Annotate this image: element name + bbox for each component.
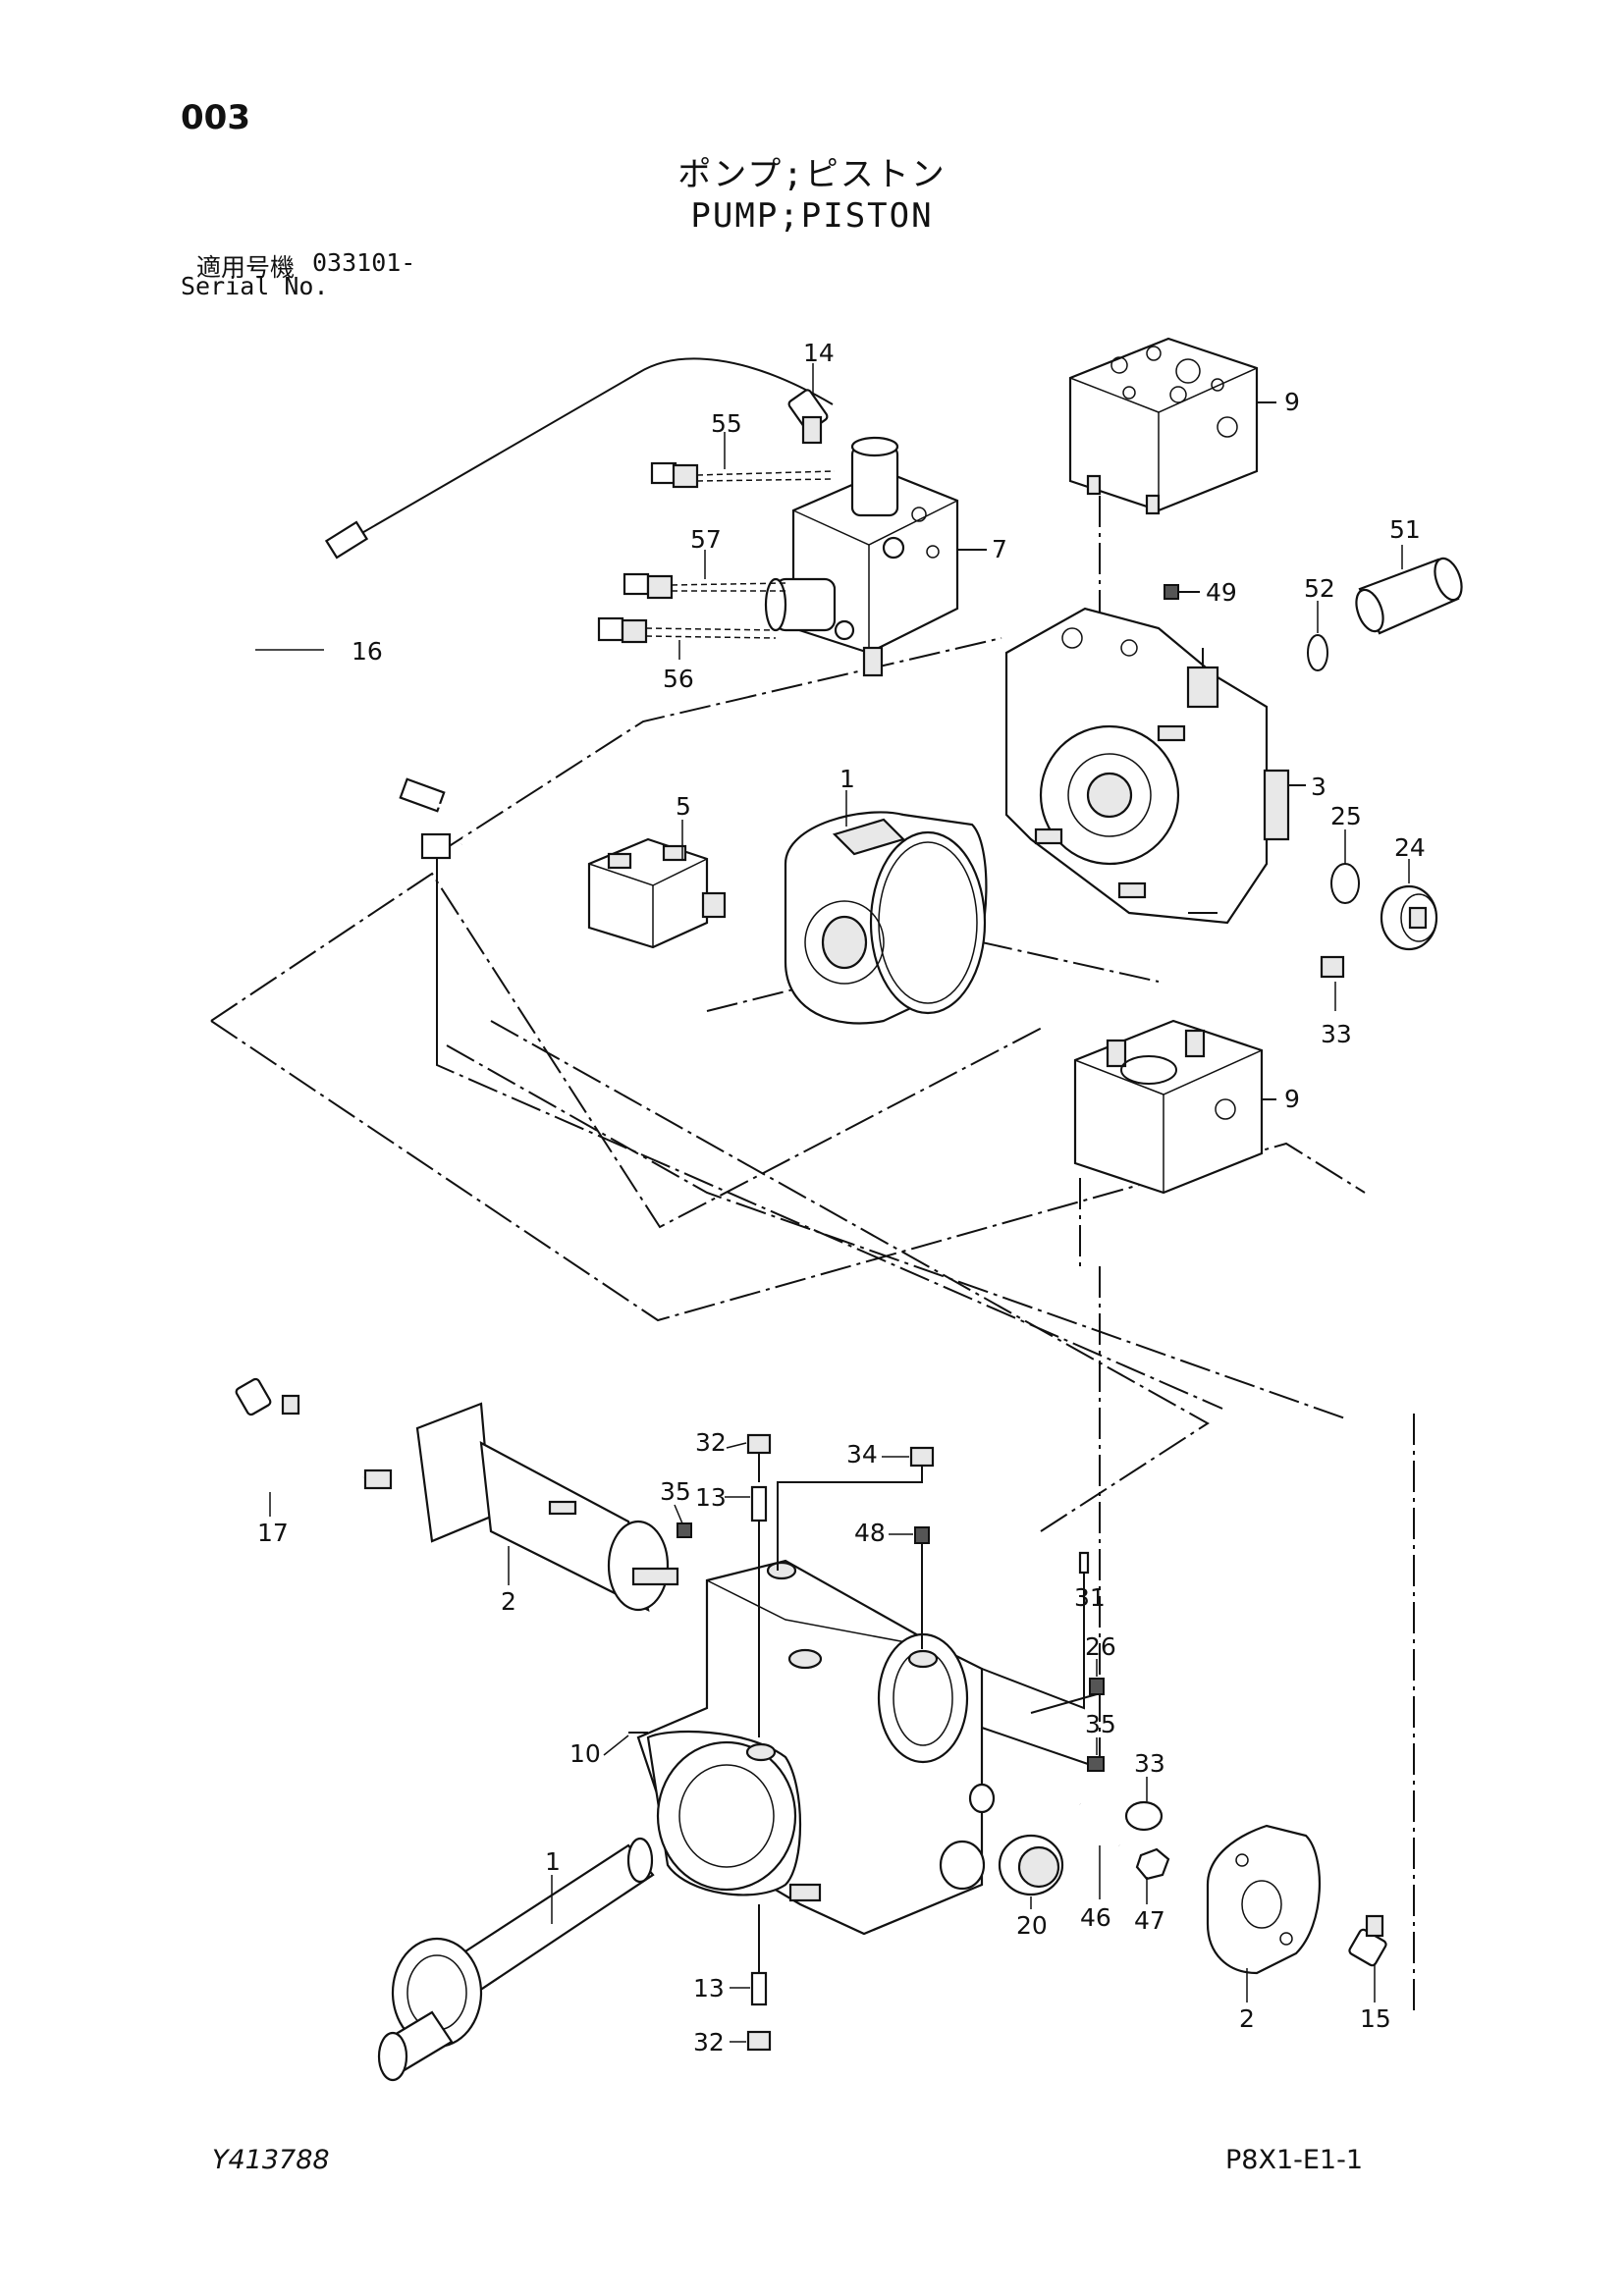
callout-leader-lines — [255, 363, 1410, 2043]
connector-harness-part-57 — [623, 572, 786, 600]
cover-part-2-right — [1206, 1824, 1321, 1975]
callout-7: 7 — [992, 535, 1007, 563]
plug-part-26 — [1030, 1678, 1105, 1714]
callout-46: 46 — [1080, 1903, 1111, 1932]
connector-harness-part-55 — [650, 461, 836, 489]
callout-57: 57 — [690, 525, 722, 554]
screw-part-35-left — [677, 1522, 692, 1538]
drawing-code: Y413788 — [212, 2145, 330, 2175]
callout-10: 10 — [569, 1739, 601, 1768]
callout-17: 17 — [257, 1519, 289, 1547]
plug-part-33-top — [1320, 955, 1345, 979]
screw-part-35-right — [981, 1727, 1105, 1772]
nut-part-47 — [1135, 1847, 1170, 1881]
callout-47: 47 — [1134, 1906, 1165, 1935]
callout-32-bottom: 32 — [693, 2028, 725, 2056]
snap-ring-part-52 — [1307, 634, 1328, 671]
elbow-fitting-part-15 — [1348, 1914, 1387, 1967]
callout-13-bottom: 13 — [693, 1974, 725, 2002]
elbow-fitting-part-14 — [787, 389, 829, 445]
plug-part-24 — [1380, 884, 1438, 951]
plug-part-20 — [998, 1834, 1064, 1896]
control-block-part-9-bottom — [1073, 1019, 1276, 1195]
stud-part-46 — [1078, 1802, 1121, 1847]
title-english: PUMP;PISTON — [690, 196, 934, 236]
pipe-part-17 — [235, 1377, 393, 1494]
drive-shaft-part-1 — [377, 1837, 655, 2082]
callout-13-top: 13 — [695, 1483, 727, 1512]
sleeve-part-51 — [1355, 557, 1463, 635]
serial-number-value: 033101- — [312, 248, 416, 277]
callout-24: 24 — [1394, 833, 1426, 862]
callout-14: 14 — [803, 339, 835, 367]
page-number: 003 — [181, 98, 250, 137]
sheet-code: P8X1-E1-1 — [1225, 2145, 1364, 2175]
callout-15: 15 — [1360, 2004, 1391, 2033]
screw-part-32-top — [746, 1433, 772, 1482]
serial-label-english: Serial No. — [181, 272, 329, 300]
callout-2-left: 2 — [501, 1587, 516, 1616]
callout-20: 20 — [1016, 1911, 1048, 1940]
sleeve-cylinder-part-2-left — [415, 1402, 679, 1613]
callout-51: 51 — [1389, 515, 1421, 544]
callout-34: 34 — [846, 1440, 878, 1468]
pin-part-13-top — [750, 1485, 768, 1737]
callout-2-right: 2 — [1239, 2004, 1255, 2033]
callout-5: 5 — [676, 792, 691, 821]
valve-block-part-7 — [764, 436, 987, 677]
callout-33-bottom: 33 — [1134, 1749, 1165, 1778]
callout-49: 49 — [1206, 578, 1237, 607]
callout-56: 56 — [663, 665, 694, 693]
o-ring-part-25 — [1330, 863, 1360, 904]
callout-9-top: 9 — [1284, 388, 1300, 416]
callout-33-top: 33 — [1321, 1020, 1352, 1048]
control-block-part-9-top — [1068, 337, 1276, 658]
valve-part-5 — [587, 837, 727, 949]
pump-casing-part-10 — [628, 1559, 996, 1936]
pump-cover-part-3 — [1004, 607, 1306, 925]
callout-25: 25 — [1330, 802, 1362, 830]
callout-numbers: 14 55 7 57 56 16 9 51 49 52 3 25 24 33 9… — [257, 339, 1426, 2056]
plug-part-49 — [1164, 584, 1200, 600]
callout-16: 16 — [352, 637, 383, 666]
pin-part-13-bottom — [750, 1904, 768, 2006]
screw-part-32-bottom — [746, 2030, 772, 2052]
swash-plate-part-1 — [784, 811, 988, 1025]
callout-55: 55 — [711, 409, 742, 438]
callout-35-left: 35 — [660, 1477, 691, 1506]
plug-part-33-bottom — [1124, 1800, 1164, 1832]
pin-part-31 — [981, 1551, 1090, 1710]
callout-3: 3 — [1311, 773, 1326, 801]
serial-label-japanese: 適用号機 — [196, 253, 296, 282]
callout-32-top: 32 — [695, 1428, 727, 1457]
title-japanese: ポンプ;ピストン — [677, 155, 947, 194]
callout-9-bottom: 9 — [1284, 1085, 1300, 1113]
callout-1-top: 1 — [839, 765, 855, 793]
plug-part-48 — [914, 1526, 930, 1649]
callout-1-bottom: 1 — [545, 1847, 561, 1876]
connector-harness-part-56 — [597, 616, 777, 644]
callout-48: 48 — [854, 1519, 886, 1547]
callout-31: 31 — [1074, 1583, 1106, 1612]
callout-26: 26 — [1085, 1632, 1116, 1661]
callout-35-right: 35 — [1085, 1710, 1116, 1738]
plug-part-34 — [777, 1446, 935, 1571]
callout-52: 52 — [1304, 574, 1335, 603]
hose-part-16 — [243, 357, 834, 1065]
